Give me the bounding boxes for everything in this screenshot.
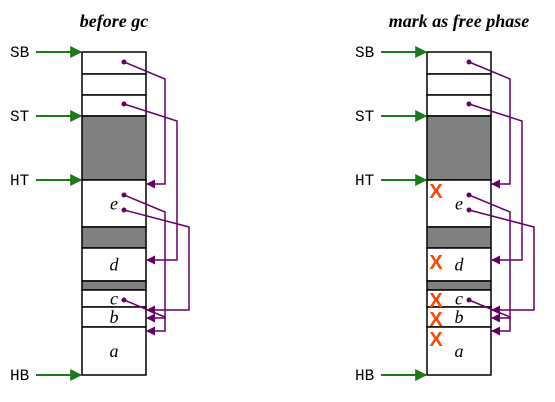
cell-label: a [110,341,119,361]
memory-cell [81,179,147,228]
allocated-block [426,115,492,181]
pointer-arrow [468,61,511,189]
memory-cell [81,73,147,96]
pointer-arrow [123,61,166,189]
memory-cell [81,94,147,117]
register-label: HB [355,367,374,385]
cell-label: d [455,255,465,275]
pointer-arrow [123,194,166,323]
memory-cell [81,326,147,376]
cell-label: c [110,289,118,309]
pointer-arrow [468,299,511,336]
memory-cell [426,94,492,117]
register-label: ST [10,108,29,126]
allocated-block [426,226,492,249]
free-mark: X [429,329,443,351]
allocated-block [81,226,147,249]
allocated-block [81,115,147,181]
cell-label: b [455,307,464,327]
pointer-arrow [468,209,535,315]
pointer-arrow [123,209,190,315]
register-label: HB [10,367,29,385]
free-mark: X [429,252,443,274]
register-label: SB [355,44,374,62]
cell-label: e [455,194,463,214]
register-label: SB [10,44,29,62]
free-mark: X [429,309,443,331]
cell-label: d [110,255,120,275]
free-mark: X [429,181,443,203]
panel-title: before gc [80,11,148,31]
cell-label: b [110,307,119,327]
memory-cell [426,51,492,75]
pointer-arrow [123,299,166,336]
cell-label: e [110,194,118,214]
cell-label: a [455,341,464,361]
register-label: HT [355,172,374,190]
register-label: ST [355,108,374,126]
free-mark: X [429,290,443,312]
memory-cell [426,326,492,376]
panel-title: mark as free phase [389,11,530,31]
pointer-arrow [468,194,511,323]
register-label: HT [10,172,29,190]
pointer-arrow [468,103,523,265]
cell-label: c [455,289,463,309]
memory-cell [426,179,492,228]
pointer-arrow [123,103,178,265]
memory-cell [81,51,147,75]
memory-cell [426,73,492,96]
